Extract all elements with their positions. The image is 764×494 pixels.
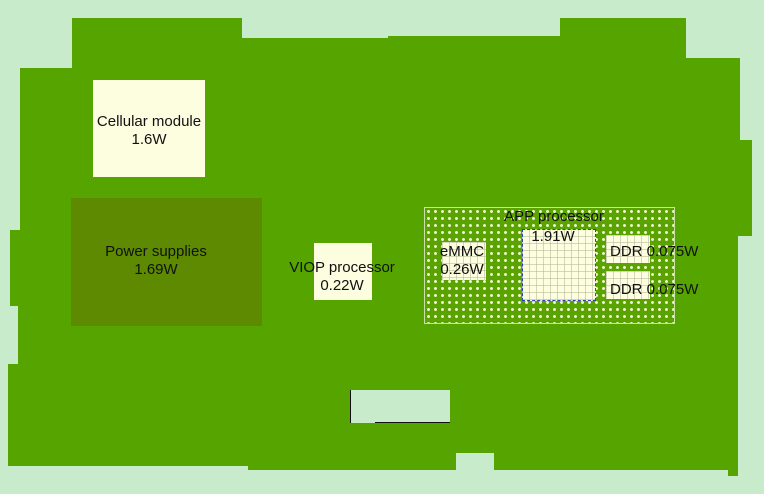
app-processor-name: APP processor bbox=[504, 208, 604, 225]
ddr-1-power: 0.075W bbox=[646, 243, 699, 260]
emmc-chip bbox=[442, 242, 486, 280]
app-processor-chip-outline bbox=[522, 229, 596, 301]
ddr-chip-2 bbox=[606, 271, 650, 299]
ddr-2-power: 0.075W bbox=[646, 281, 699, 298]
cutout-edge-bottom bbox=[375, 422, 450, 423]
app-processor-power: 1.91W bbox=[531, 228, 575, 245]
viop-processor-name: VIOP processor bbox=[289, 259, 395, 276]
ddr-2-label: DDR 0.075W bbox=[610, 281, 698, 299]
ddr-chip-1 bbox=[606, 235, 650, 263]
cellular-module-name: Cellular module bbox=[96, 113, 202, 130]
cellular-module-box bbox=[93, 80, 205, 177]
power-supplies-name: Power supplies bbox=[105, 243, 207, 260]
app-processor-chip bbox=[522, 229, 596, 301]
ddr-2-name: DDR bbox=[610, 281, 643, 298]
cutout-edge-left bbox=[350, 390, 351, 423]
power-supplies-power: 1.69W bbox=[134, 261, 178, 278]
ddr-1-name: DDR bbox=[610, 243, 643, 260]
power-supplies-box bbox=[71, 198, 262, 326]
cellular-module-power: 1.6W bbox=[131, 131, 167, 148]
emmc-name: eMMC bbox=[439, 243, 485, 260]
viop-processor-box bbox=[314, 243, 372, 300]
viop-processor-power: 0.22W bbox=[320, 277, 364, 294]
board-cutout bbox=[350, 390, 450, 423]
ddr-1-label: DDR 0.075W bbox=[610, 243, 698, 261]
emmc-power: 0.26W bbox=[440, 261, 484, 278]
